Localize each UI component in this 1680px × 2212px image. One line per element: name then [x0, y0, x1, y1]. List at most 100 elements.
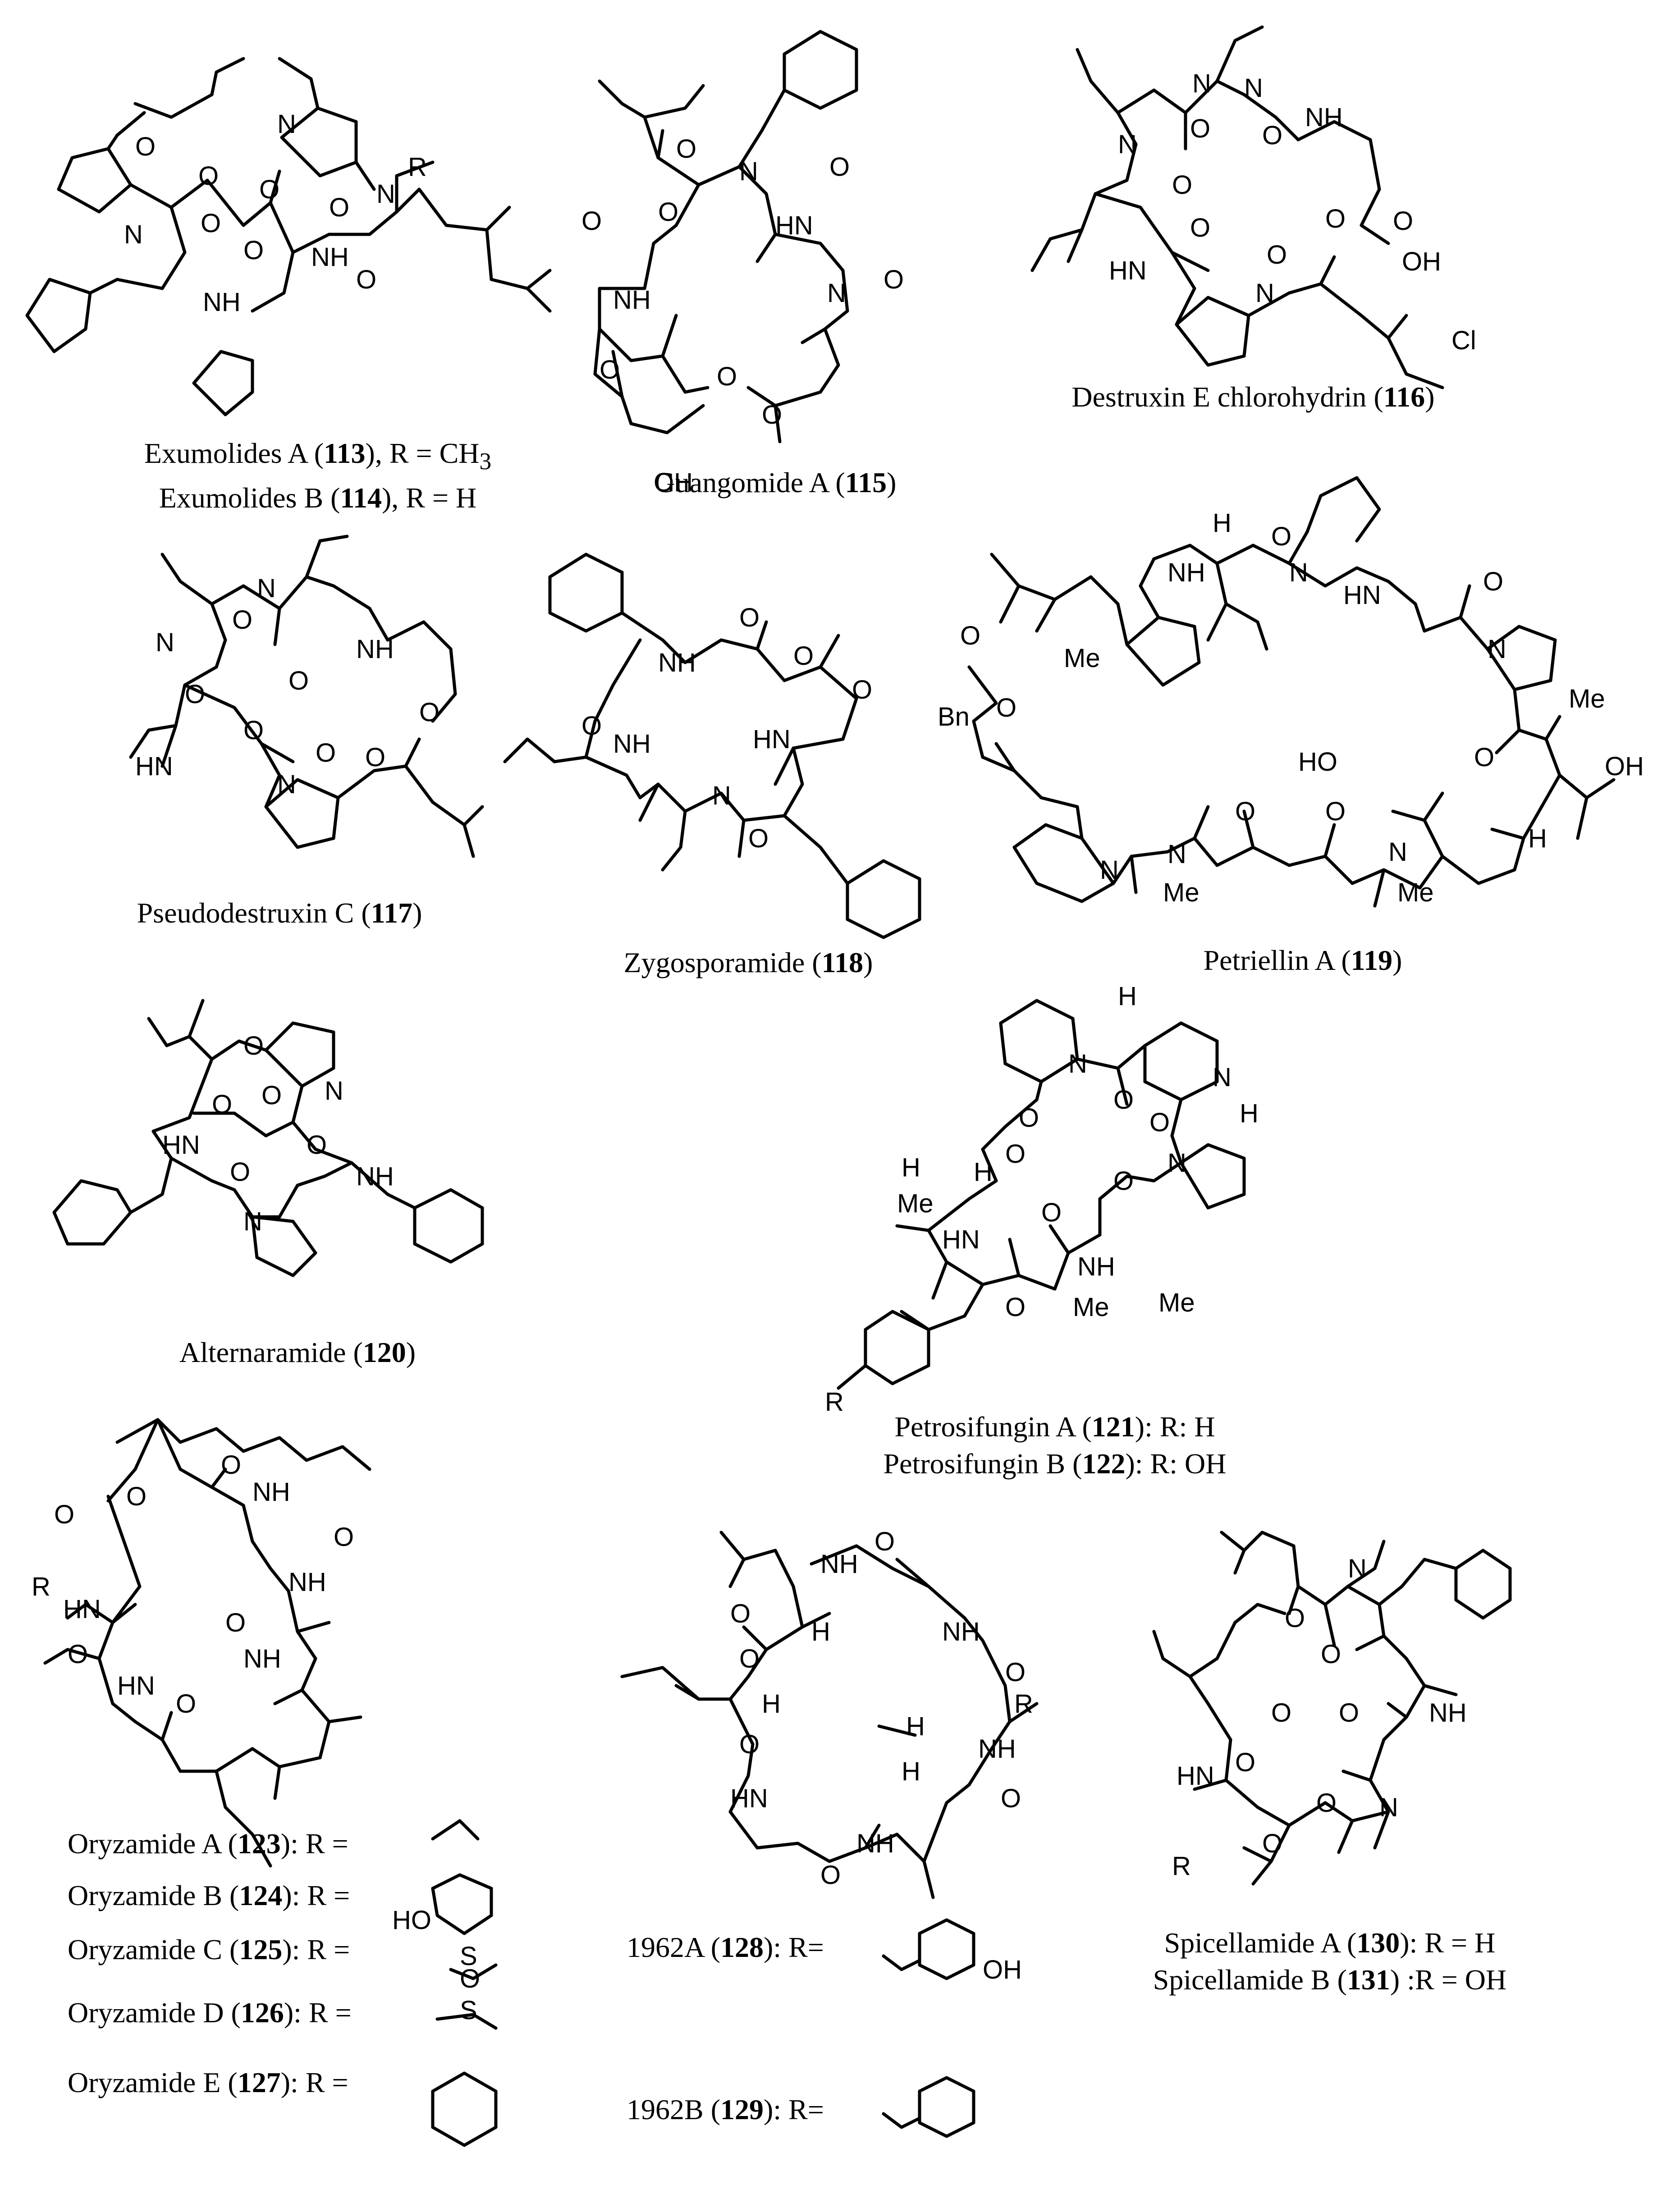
- label-130-hn: HN: [1176, 1761, 1214, 1791]
- label-113-nh: NH: [311, 242, 349, 272]
- label-128-nh4: NH: [856, 1829, 894, 1858]
- caption-exumolides: Exumolides A (113), R = CH3 Exumolides B…: [122, 435, 514, 516]
- label-123-o: O: [54, 1500, 74, 1529]
- label-121-h: H: [1118, 982, 1137, 1011]
- label-130-o5: O: [1235, 1748, 1255, 1777]
- label-119-o6: O: [1325, 797, 1346, 826]
- label-118-o3: O: [852, 675, 872, 704]
- caption-129: 1962B (129): R=: [627, 2093, 824, 2125]
- label-113-o4: O: [329, 193, 349, 222]
- caption-spicellamides: Spicellamide A (130): R = H Spicellamide…: [1127, 1924, 1533, 1998]
- label-118-o: O: [739, 603, 760, 632]
- label-121-h4: H: [974, 1157, 993, 1187]
- label-117-n: N: [257, 574, 276, 603]
- label-126-o: O: [460, 1964, 480, 1993]
- label-128-o7: O: [820, 1860, 841, 1890]
- label-115-o: O: [658, 197, 678, 227]
- structure-oryzamide: [43, 1418, 498, 2147]
- label-128-h: H: [811, 1617, 830, 1646]
- label-116-cl: Cl: [1451, 326, 1476, 355]
- label-117-hn: HN: [135, 752, 173, 781]
- label-119-o: O: [960, 621, 980, 650]
- label-123-nh3: NH: [243, 1644, 281, 1673]
- label-123-nh2: NH: [288, 1568, 326, 1597]
- label-116-o3: O: [1172, 170, 1192, 200]
- label-118-hn: HN: [753, 725, 791, 754]
- label-121-h2: H: [1240, 1099, 1259, 1128]
- label-116-o5: O: [1393, 206, 1413, 236]
- label-115-o8: O: [762, 400, 782, 430]
- label-120-hn: HN: [162, 1130, 200, 1160]
- label-119-o7: O: [1235, 797, 1255, 826]
- label-121-n3: N: [1167, 1148, 1186, 1178]
- label-130-nh: NH: [1429, 1698, 1467, 1728]
- label-115-o6: O: [717, 362, 737, 391]
- label-113-o2: O: [198, 161, 219, 191]
- label-119-oh: OH: [1605, 752, 1644, 781]
- label-118-o2: O: [793, 641, 814, 671]
- label-121-o4: O: [1149, 1108, 1170, 1137]
- label-119-nme3: Me: [1397, 878, 1434, 907]
- label-116-n: N: [1192, 69, 1211, 98]
- label-117-nh: NH: [356, 635, 394, 664]
- label-128-r: R: [1014, 1689, 1033, 1718]
- label-128-o6: O: [739, 1730, 760, 1759]
- label-121-o6: O: [1113, 1166, 1134, 1196]
- label-118-o5: O: [748, 824, 769, 853]
- caption-113: Exumolides A (113), R = CH3: [144, 437, 492, 475]
- label-121-nh: NH: [1077, 1252, 1115, 1281]
- label-128-h4: H: [902, 1757, 920, 1786]
- label-119-nme2: Me: [1163, 878, 1199, 907]
- label-117-o7: O: [419, 698, 439, 727]
- label-120-nh: NH: [356, 1162, 394, 1191]
- label-123-hn2: HN: [117, 1671, 155, 1700]
- label-115-o5: O: [883, 265, 904, 294]
- caption-117: Pseudodestruxin C (117): [137, 897, 422, 929]
- label-116-o7: O: [1267, 240, 1287, 270]
- label-123-o5: O: [225, 1608, 246, 1637]
- label-116-n2: N: [1244, 73, 1263, 103]
- label-115-o3: O: [676, 134, 696, 164]
- label-121-hn: HN: [942, 1225, 980, 1254]
- caption-130: Spicellamide A (130): R = H: [1164, 1927, 1496, 1959]
- label-115-o2: O: [581, 206, 602, 236]
- label-120-n2: N: [243, 1207, 262, 1236]
- label-117-o2: O: [288, 666, 309, 695]
- caption-121: Petrosifungin A (121): R: H: [894, 1411, 1215, 1443]
- label-119-bn: Bn: [938, 702, 970, 731]
- label-123-o7: O: [176, 1689, 196, 1718]
- caption-126: Oryzamide D (126): R =: [68, 1997, 352, 2029]
- label-123-r: R: [32, 1572, 50, 1601]
- caption-128: 1962A (128): R=: [627, 1931, 824, 1963]
- label-121-r: R: [825, 1387, 844, 1417]
- label-120-n: N: [325, 1076, 343, 1106]
- label-117-n3: N: [277, 770, 296, 799]
- label-128-oh: OH: [983, 1955, 1022, 1984]
- label-115-n2: N: [827, 279, 846, 308]
- label-117-n2: N: [156, 628, 174, 657]
- caption-118: Zygosporamide (118): [623, 946, 873, 978]
- label-119-h: H: [1213, 508, 1231, 538]
- label-119-nme: Me: [1569, 684, 1605, 713]
- structure-petrosifungin: [837, 999, 1246, 1390]
- label-117-o: O: [232, 605, 252, 635]
- label-130-o2: O: [1321, 1640, 1341, 1669]
- label-120-o3: O: [212, 1090, 232, 1119]
- label-120-o5: O: [230, 1157, 250, 1187]
- label-118-n: N: [712, 781, 731, 810]
- caption-123: Oryzamide A (123): R =: [68, 1828, 348, 1860]
- label-128-o3: O: [874, 1527, 895, 1556]
- label-118-o4: O: [581, 711, 602, 740]
- caption-119: Petriellin A (119): [1203, 944, 1402, 976]
- label-118-nh: NH: [658, 648, 696, 677]
- label-121-o2: O: [1005, 1139, 1025, 1169]
- label-116-hn: HN: [1109, 256, 1147, 285]
- label-113-o5: O: [201, 209, 221, 238]
- label-116-n4: N: [1255, 279, 1274, 308]
- label-121-me2: Me: [1073, 1293, 1109, 1322]
- label-130-o7: O: [1262, 1829, 1282, 1858]
- label-113-r: R: [408, 152, 427, 182]
- label-117-o6: O: [365, 743, 385, 772]
- label-119-n3: N: [1167, 840, 1186, 869]
- label-116-o4: O: [1325, 204, 1346, 233]
